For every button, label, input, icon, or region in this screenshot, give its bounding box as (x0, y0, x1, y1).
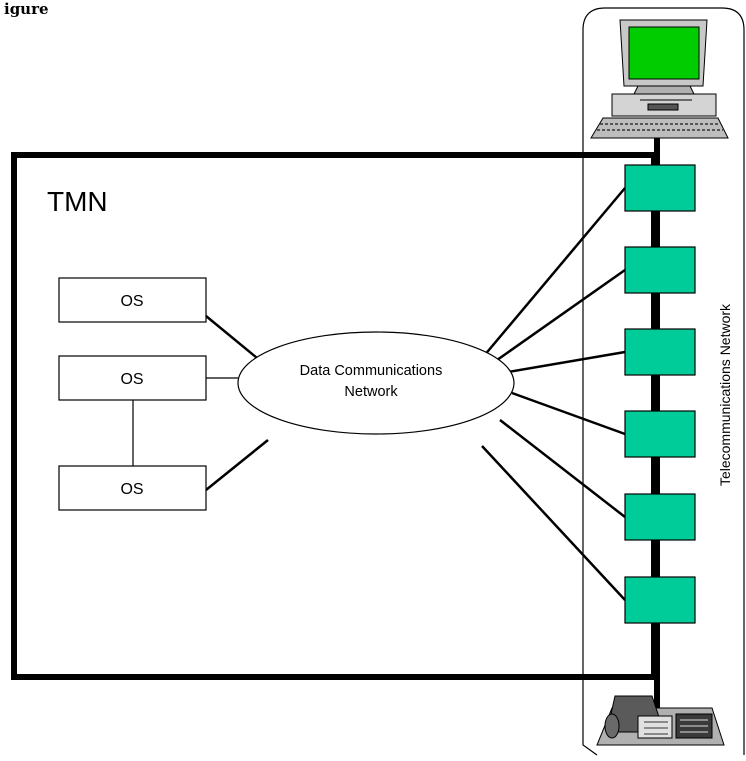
network-element (624, 164, 696, 212)
dcn-link (477, 187, 626, 364)
dcn-links (477, 187, 626, 601)
os3-dcn-link (205, 439, 269, 491)
os-label: OS (120, 481, 143, 498)
os-box: OS (58, 355, 207, 401)
dcn-ellipse: Data Communications Network (237, 331, 515, 435)
dcn-link (499, 419, 626, 518)
os-box: OS (58, 465, 207, 511)
workstation-icon (590, 19, 729, 139)
dcn-link (511, 391, 626, 436)
network-element (624, 246, 696, 294)
dcn-label-line2: Network (344, 384, 398, 400)
telecom-network-container (582, 7, 745, 756)
dcn-link (481, 445, 626, 601)
telecom-network-label: Telecommunications Network (717, 303, 733, 486)
dcn-label-line1: Data Communications (300, 363, 443, 379)
network-element (624, 493, 696, 541)
network-element (624, 576, 696, 624)
os-label: OS (120, 293, 143, 310)
dcn-link (501, 350, 626, 375)
telephone-icon (596, 695, 725, 746)
os-links (132, 315, 269, 491)
os-box: OS (58, 277, 207, 323)
os-label: OS (120, 371, 143, 388)
network-element (624, 328, 696, 376)
dcn-link (489, 268, 626, 367)
network-elements (624, 164, 696, 624)
network-element (624, 410, 696, 458)
tmn-label: TMN (47, 186, 108, 217)
figure-heading: igure (4, 0, 49, 18)
